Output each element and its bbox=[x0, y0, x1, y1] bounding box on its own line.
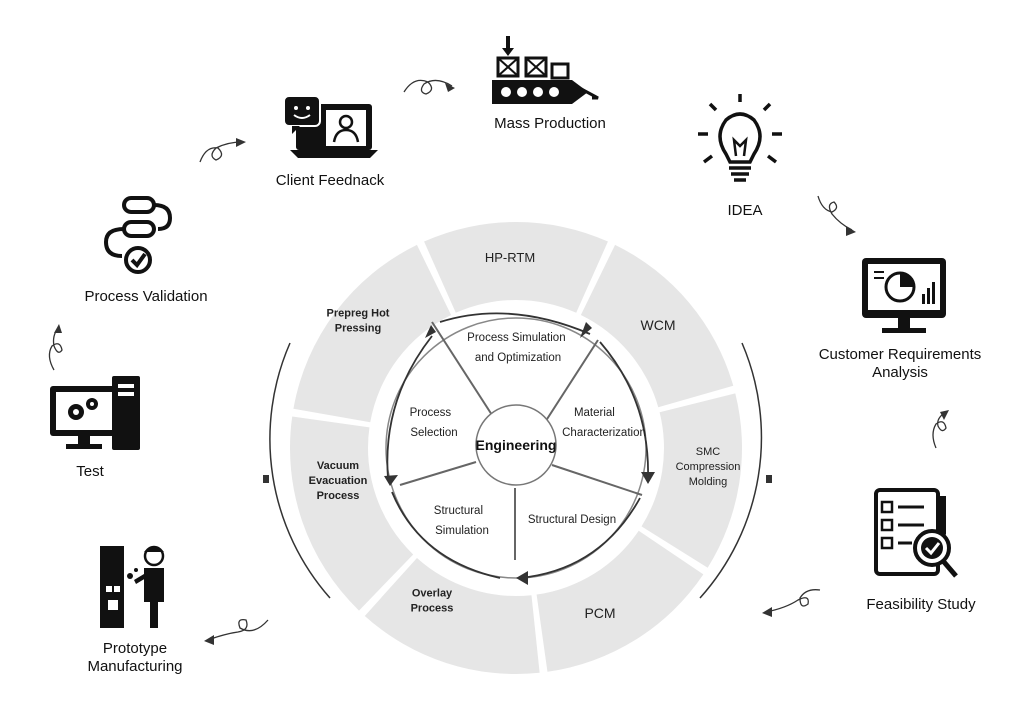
step-customer-requirements: Customer Requirements Analysis bbox=[818, 346, 982, 381]
step-mass-production: Mass Production bbox=[494, 115, 606, 132]
checklist-magnifier-icon bbox=[874, 488, 958, 578]
ring-segment-smc bbox=[641, 393, 742, 568]
ring-segment-overlay bbox=[364, 557, 540, 674]
lightbulb-icon bbox=[698, 94, 782, 182]
process-ring bbox=[289, 222, 742, 674]
step-process-validation: Process Validation bbox=[84, 288, 208, 305]
inner-arrowheads bbox=[384, 322, 655, 585]
step-prototype-manufacturing: Prototype Manufacturing bbox=[87, 640, 183, 675]
step-idea: IDEA bbox=[727, 202, 763, 219]
swirl-arrowheads bbox=[54, 83, 949, 645]
inner-label-structural-simulation: Structural Simulation bbox=[434, 505, 489, 537]
inner-dividers bbox=[399, 321, 643, 560]
ring-label-pcm: PCM bbox=[584, 605, 615, 621]
step-test: Test bbox=[76, 463, 104, 480]
ring-segment-hp_rtm bbox=[424, 222, 608, 313]
ring-segment-vacuum bbox=[289, 416, 414, 611]
outer-arc-right-marker bbox=[766, 475, 772, 483]
outer-arc-left bbox=[269, 342, 331, 599]
factory-conveyor-icon bbox=[492, 36, 599, 104]
computer-gears-icon bbox=[50, 376, 140, 450]
outer-arc-right bbox=[699, 342, 763, 599]
laptop-chat-icon bbox=[283, 95, 378, 158]
center-circle bbox=[475, 404, 557, 486]
swirl-arrows bbox=[48, 79, 947, 641]
ring-label-wcm: WCM bbox=[641, 317, 676, 333]
process-cycle-check-icon bbox=[103, 196, 173, 274]
ring-label-hp_rtm: HP-RTM bbox=[485, 250, 535, 265]
ring-segment-prepreg bbox=[293, 244, 452, 423]
inner-label-structural-design: Structural Design bbox=[528, 514, 616, 526]
worker-machine-icon bbox=[100, 545, 165, 628]
center-label: Engineering bbox=[476, 437, 557, 453]
analytics-monitor-icon bbox=[862, 258, 946, 333]
step-feasibility-study: Feasibility Study bbox=[866, 596, 976, 613]
inner-label-process-selection: Process Selection bbox=[410, 407, 458, 439]
step-client-feedback: Client Feednack bbox=[275, 172, 385, 189]
inner-label-material-characterization: Material Characterization bbox=[562, 407, 646, 439]
inner-arrows bbox=[386, 312, 649, 579]
inner-label-process-simulation: Process Simulation and Optimization bbox=[467, 332, 569, 364]
ring-segment-wcm bbox=[580, 244, 734, 408]
outer-arc-left-marker bbox=[263, 475, 269, 483]
ring-segment-pcm bbox=[536, 530, 704, 672]
